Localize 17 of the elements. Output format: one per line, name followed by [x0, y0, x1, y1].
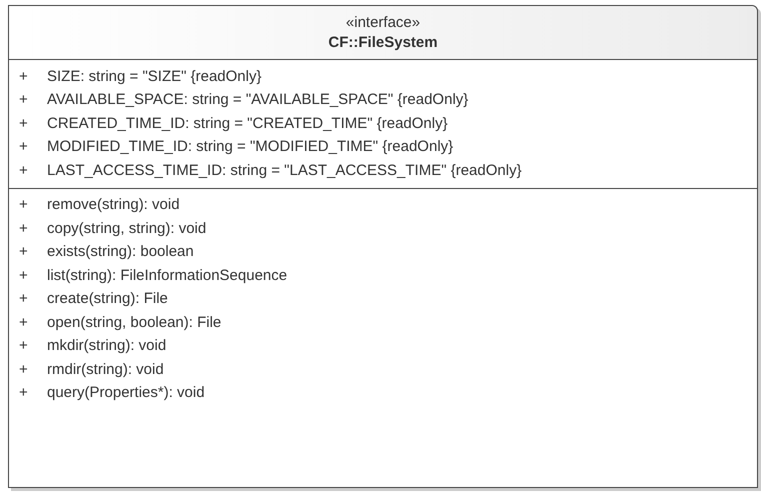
- class-member: + copy(string, string): void: [19, 218, 208, 238]
- class-member: + rmdir(string): void: [19, 360, 165, 380]
- class-member: + CREATED_TIME_ID: string = "CREATED_TIME" {readOnly}: [19, 114, 449, 134]
- class-member: + AVAILABLE_SPACE: string = "AVAILABLE_SPACE" {readOnly}: [19, 90, 470, 110]
- class-member: + list(string): FileInformationSequence: [19, 266, 288, 286]
- class-member: + MODIFIED_TIME_ID: string = "MODIFIED_TIME" {readOnly}: [19, 137, 454, 157]
- class-member: + SIZE: string = "SIZE" {readOnly}: [19, 66, 262, 86]
- class-member: + exists(string): boolean: [19, 242, 195, 262]
- class-member: + open(string, boolean): File: [19, 312, 222, 332]
- class-member: + mkdir(string): void: [19, 336, 168, 356]
- class-member: + query(Properties*): void: [19, 383, 206, 403]
- stereotype-label: «interface»: [346, 12, 420, 32]
- class-member: + LAST_ACCESS_TIME_ID: string = "LAST_ACCESS_TIME" {readOnly}: [19, 160, 523, 180]
- class-name: CF::FileSystem: [328, 32, 438, 52]
- class-member: + remove(string): void: [19, 195, 181, 215]
- class-member: + create(string): File: [19, 289, 169, 309]
- class-box: [8, 5, 758, 488]
